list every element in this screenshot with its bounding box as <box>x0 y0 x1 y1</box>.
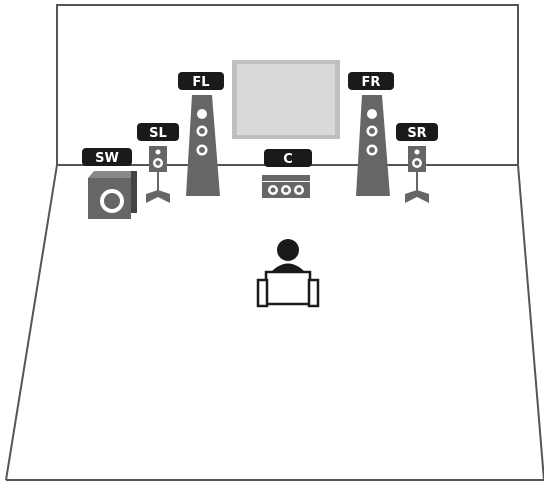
right-floor-edge <box>518 165 544 480</box>
sr-label: SR <box>407 126 426 141</box>
c-label: C <box>283 152 293 167</box>
listener-icon <box>258 239 318 306</box>
sl-label: SL <box>149 126 167 141</box>
sw-label: SW <box>95 151 119 166</box>
tv-icon <box>232 60 340 139</box>
fl-speaker-icon <box>178 72 224 196</box>
left-floor-edge <box>6 165 57 480</box>
fr-speaker-icon <box>348 72 394 196</box>
fl-label: FL <box>192 75 209 90</box>
fr-label: FR <box>362 75 381 90</box>
